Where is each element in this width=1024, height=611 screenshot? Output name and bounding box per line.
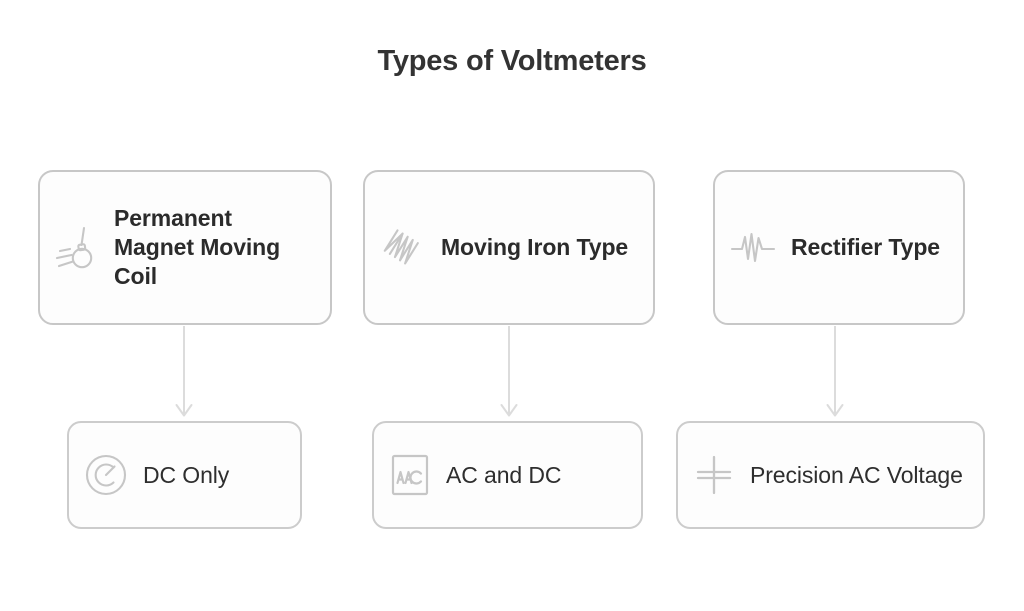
card-label: Precision AC Voltage bbox=[750, 461, 963, 488]
card-rectifier-type[interactable]: Rectifier Type bbox=[713, 170, 965, 325]
capacitor-icon bbox=[692, 452, 736, 498]
card-dc-only[interactable]: DC Only bbox=[67, 421, 302, 529]
card-precision-ac-voltage[interactable]: Precision AC Voltage bbox=[676, 421, 985, 529]
coil-spring-icon bbox=[379, 223, 427, 273]
card-ac-and-dc[interactable]: AC and DC bbox=[372, 421, 643, 529]
card-moving-iron-type[interactable]: Moving Iron Type bbox=[363, 170, 655, 325]
aac-square-icon bbox=[388, 452, 432, 498]
card-label: AC and DC bbox=[446, 461, 562, 488]
gauge-meter-icon bbox=[83, 452, 129, 498]
arrow-down-icon-3 bbox=[823, 325, 847, 422]
magnet-pendulum-icon bbox=[54, 222, 100, 274]
pulse-waveform-icon bbox=[729, 228, 777, 268]
card-permanent-magnet-moving-coil[interactable]: Permanent Magnet Moving Coil bbox=[38, 170, 332, 325]
arrow-down-icon-1 bbox=[172, 325, 196, 422]
page-title: Types of Voltmeters bbox=[377, 45, 647, 77]
arrow-down-icon-2 bbox=[497, 325, 521, 422]
card-label: DC Only bbox=[143, 461, 230, 488]
card-label: Rectifier Type bbox=[791, 234, 940, 261]
card-label: Moving Iron Type bbox=[441, 234, 629, 261]
card-label: Permanent Magnet Moving Coil bbox=[114, 205, 281, 289]
